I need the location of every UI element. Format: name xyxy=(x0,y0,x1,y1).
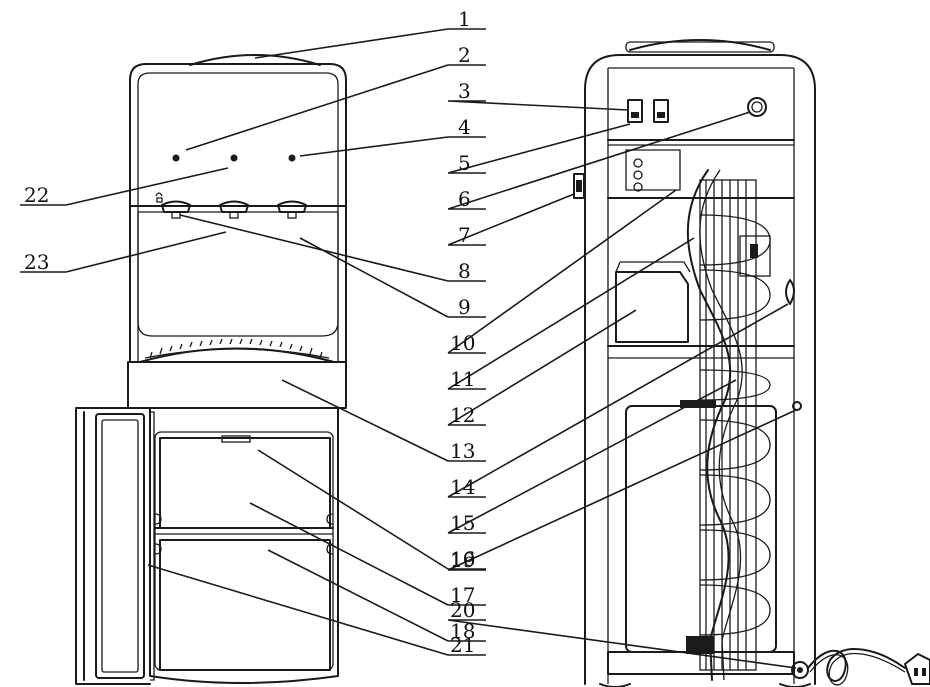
cold-water-switch xyxy=(653,99,669,123)
callout-16: 16 xyxy=(450,547,475,571)
capillary-valve xyxy=(785,279,795,305)
drip-tray xyxy=(139,347,335,363)
drain-plug xyxy=(792,401,802,411)
callout-6: 6 xyxy=(458,187,471,211)
condenser-coils xyxy=(699,180,771,670)
callout-2: 2 xyxy=(458,43,471,67)
upper-cabinet xyxy=(129,63,347,363)
faucets xyxy=(155,192,307,219)
door-glass xyxy=(95,413,145,679)
callout-4: 4 xyxy=(458,115,471,139)
indicator-light-3 xyxy=(288,154,296,162)
front-view xyxy=(75,54,347,685)
callout-5: 5 xyxy=(458,151,471,175)
callout-22: 22 xyxy=(24,183,49,207)
power-cord-inlet xyxy=(791,661,809,679)
refrigerant-tube xyxy=(686,169,732,681)
callout-8: 8 xyxy=(458,259,471,283)
shelf-clip xyxy=(221,435,251,443)
child-lock-icon xyxy=(155,192,163,203)
callout-19: 19 xyxy=(450,548,475,572)
upper-panel-inner xyxy=(137,72,339,362)
back-view xyxy=(573,39,930,687)
leader-lines xyxy=(20,28,797,669)
sterilizer-switch xyxy=(573,173,585,199)
middle-panel xyxy=(127,361,347,409)
callout-9: 9 xyxy=(458,295,471,319)
callout-15: 15 xyxy=(450,511,475,535)
hot-water-switch xyxy=(627,99,643,123)
callout-23: 23 xyxy=(24,250,49,274)
power-plug xyxy=(904,653,930,685)
callout-20: 20 xyxy=(450,598,475,622)
callout-numbers: 1 2 3 4 5 6 7 8 9 10 11 12 13 14 15 16 1… xyxy=(24,7,475,657)
callout-7: 7 xyxy=(458,223,471,247)
callout-14: 14 xyxy=(450,475,475,499)
callout-3: 3 xyxy=(458,79,471,103)
indicator-light-2 xyxy=(230,154,238,162)
dispensing-recess xyxy=(137,212,339,337)
callout-21: 21 xyxy=(450,633,475,657)
indicator-light-1 xyxy=(172,154,180,162)
thermostat-knob xyxy=(747,97,767,117)
cold-tank xyxy=(625,405,777,653)
callout-11: 11 xyxy=(450,367,475,391)
back-bottle-seat xyxy=(629,39,771,51)
callout-1: 1 xyxy=(458,7,471,31)
cabinet-door xyxy=(75,407,151,685)
lower-cabinet xyxy=(149,407,339,684)
callout-12: 12 xyxy=(450,403,475,427)
callout-17: 17 xyxy=(450,583,475,607)
callout-13: 13 xyxy=(450,439,475,463)
callout-18: 18 xyxy=(450,619,475,643)
bottle-seat xyxy=(189,54,321,66)
callout-10: 10 xyxy=(450,331,475,355)
compressor xyxy=(615,271,689,343)
back-cabinet-outline xyxy=(584,54,816,685)
